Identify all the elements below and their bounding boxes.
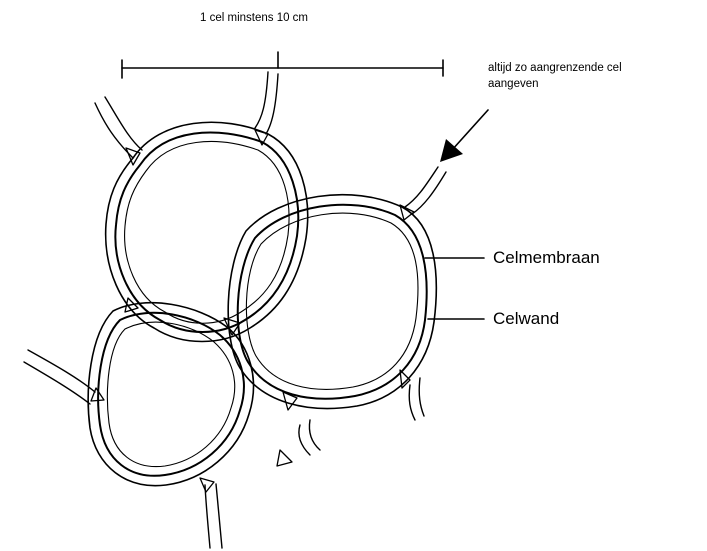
cell-membranes (107, 142, 418, 467)
wall-junctions (91, 130, 414, 492)
scale-label: 1 cel minstens 10 cm (200, 12, 308, 25)
neighbor-cell-note-line1: altijd zo aangrenzende cel (488, 62, 622, 75)
wall-label: Celwand (493, 309, 559, 329)
membrane-label: Celmembraan (493, 248, 600, 268)
cell-walls (88, 122, 436, 485)
neighbor-cell-note-line2: aangeven (488, 78, 539, 91)
scale-bar (122, 52, 443, 78)
neighbor-cell-arrow (440, 110, 488, 162)
